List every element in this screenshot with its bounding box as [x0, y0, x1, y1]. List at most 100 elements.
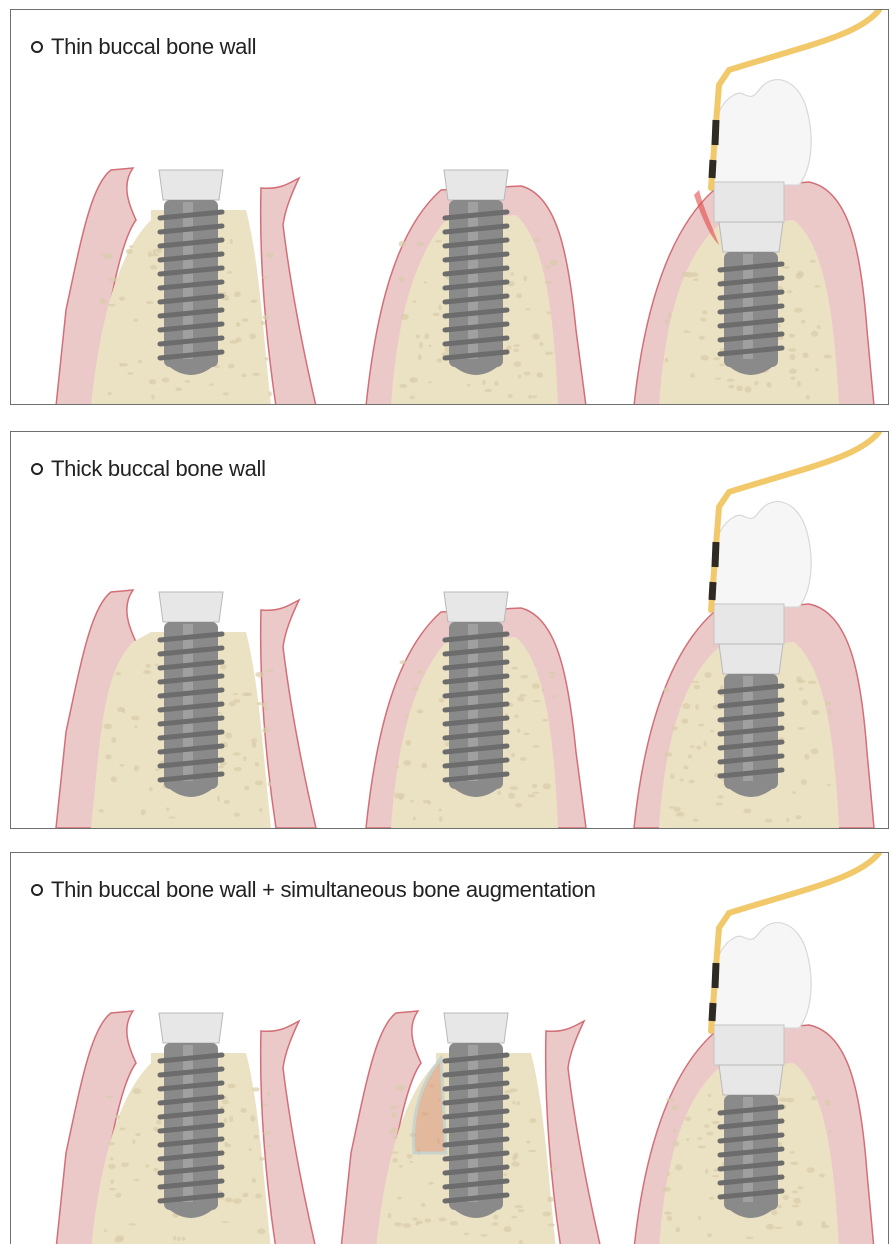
bone-speckle: [806, 395, 810, 399]
bone-speckle: [151, 253, 160, 256]
bone-speckle: [706, 1132, 713, 1136]
bone-speckle: [533, 334, 540, 340]
bone-speckle: [134, 1179, 140, 1182]
bone-speckle: [425, 1219, 432, 1223]
bone-speckle: [789, 368, 797, 374]
bone-speckle: [267, 1091, 271, 1096]
bone-speckle: [683, 766, 688, 770]
bone-speckle: [511, 1161, 520, 1166]
bone-speckle: [519, 694, 526, 697]
bone-speckle: [516, 1101, 519, 1105]
bone-speckle: [674, 807, 681, 812]
bone-speckle: [532, 792, 540, 794]
bone-speckle: [810, 260, 816, 263]
bone-speckle: [217, 796, 220, 802]
bone-speckle: [710, 730, 714, 733]
bone-speckle: [233, 693, 238, 695]
bone-speckle: [391, 1112, 397, 1117]
illustration-group: [56, 853, 879, 1244]
probe-mark: [712, 160, 713, 178]
crown-icon: [712, 923, 811, 1028]
bone-speckle: [401, 314, 409, 320]
gingiva-flap-lingual: [261, 600, 316, 828]
bone-speckle: [394, 793, 400, 799]
bone-speckle: [391, 1151, 398, 1154]
bone-speckle: [245, 692, 253, 696]
bone-speckle: [439, 1217, 447, 1221]
bone-speckle: [514, 1205, 522, 1208]
bone-speckle: [514, 714, 519, 718]
bone-speckle: [149, 379, 157, 385]
bone-speckle: [664, 687, 669, 692]
bone-speckle: [146, 301, 153, 304]
bone-speckle: [717, 795, 724, 798]
bone-speckle: [707, 1108, 712, 1111]
illustration-thick: [11, 432, 889, 829]
bone-speckle: [424, 281, 427, 283]
bone-speckle: [736, 385, 742, 391]
bone-speckle: [252, 373, 259, 376]
bone-speckle: [814, 285, 821, 287]
bone-speckle: [233, 752, 241, 755]
bone-speckle: [493, 1214, 498, 1219]
bone-speckle: [811, 710, 819, 715]
bone-speckle: [792, 1190, 798, 1193]
bone-speckle: [128, 1223, 136, 1225]
bone-speckle: [156, 1120, 162, 1125]
bone-speckle: [257, 1229, 265, 1234]
bone-speckle: [131, 716, 140, 721]
bone-speckle: [821, 1225, 829, 1229]
bone-speckle: [244, 786, 249, 790]
bone-speckle: [802, 353, 808, 358]
bone-speckle: [267, 669, 274, 672]
bone-speckle: [438, 304, 441, 310]
bone-speckle: [439, 816, 443, 822]
bone-speckle: [811, 1096, 817, 1100]
bone-speckle: [696, 746, 701, 750]
bone-speckle: [394, 1222, 402, 1226]
bone-speckle: [697, 1137, 702, 1139]
bone-speckle: [222, 1100, 229, 1104]
bone-speckle: [786, 818, 789, 822]
bone-speckle: [510, 786, 519, 790]
bone-speckle: [806, 1167, 815, 1173]
implant-collar: [159, 1013, 223, 1043]
bone-speckle: [704, 672, 711, 678]
panel-title-text: Thin buccal bone wall: [51, 34, 256, 60]
bone-speckle: [410, 378, 413, 382]
bone-speckle: [804, 754, 809, 760]
bone-speckle: [719, 364, 724, 367]
bone-speckle: [690, 373, 695, 378]
bone-speckle: [424, 333, 429, 339]
bone-speckle: [515, 803, 522, 808]
implant-highlight: [468, 202, 478, 359]
bone-speckle: [233, 699, 240, 703]
bone-speckle: [242, 1195, 247, 1197]
bone-speckle: [263, 1132, 271, 1135]
bone-speckle: [173, 1236, 176, 1240]
bone-speckle: [433, 313, 440, 317]
bone-speckle: [413, 817, 416, 821]
panel-thick: Thick buccal bone wall: [10, 431, 889, 829]
bone-speckle: [825, 701, 832, 705]
bone-speckle: [672, 1105, 679, 1111]
probe-mark: [712, 582, 713, 600]
illustration-augmented: [11, 853, 889, 1244]
bone-speckle: [666, 1098, 674, 1101]
bone-speckle: [109, 1188, 116, 1191]
bone-speckle: [227, 1084, 236, 1088]
bone-speckle: [715, 802, 723, 805]
bone-speckle: [828, 709, 832, 715]
implant-highlight: [183, 624, 193, 781]
bone-speckle: [115, 1193, 121, 1198]
bone-speckle: [686, 272, 694, 278]
bone-speckle: [265, 357, 268, 361]
bone-speckle: [492, 1222, 498, 1226]
bone-speckle: [100, 298, 107, 304]
bone-speckle: [241, 374, 247, 378]
bone-speckle: [225, 733, 232, 739]
implant-highlight: [183, 202, 193, 359]
bone-speckle: [508, 394, 513, 398]
bone-speckle: [744, 386, 751, 392]
bone-speckle: [389, 1131, 394, 1134]
